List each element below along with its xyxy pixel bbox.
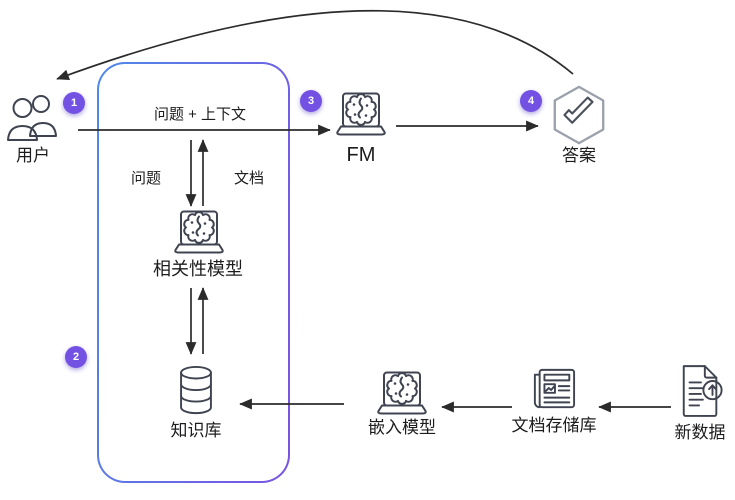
retrieval-container-box-inner	[99, 64, 288, 481]
database-icon	[180, 365, 212, 415]
embedding-model-laptop-brain-icon	[377, 371, 427, 415]
node-fm	[333, 89, 389, 146]
step-badge-1: 1	[63, 92, 85, 114]
step-badge-2: 2	[65, 346, 87, 368]
node-label-user: 用户	[16, 146, 50, 165]
node-embedding-model	[374, 370, 430, 423]
node-label-new-data: 新数据	[674, 423, 726, 442]
document-upload-icon	[682, 365, 723, 417]
step-badge-3: 3	[300, 90, 322, 112]
node-label-embedding-model: 嵌入模型	[368, 418, 436, 437]
step-badge-4: 4	[520, 90, 542, 112]
node-answer	[549, 84, 609, 151]
users-icon	[7, 95, 57, 141]
node-label-relevance-model: 相关性模型	[153, 259, 243, 279]
newspaper-icon	[533, 368, 576, 409]
node-label-answer: 答案	[562, 146, 596, 165]
node-knowledge-base	[177, 365, 215, 422]
node-label-knowledge-base: 知识库	[170, 421, 222, 440]
arrow-answer-to-user-curve	[56, 9, 574, 80]
relevance-model-laptop-brain-icon	[174, 210, 224, 254]
node-label-fm: FM	[346, 144, 376, 166]
node-user	[6, 92, 60, 153]
edge-label-question-context: 问题 + 上下文	[153, 106, 247, 123]
node-document-store	[530, 367, 578, 416]
node-label-document-store: 文档存储库	[511, 416, 597, 435]
edge-label-document: 文档	[233, 170, 264, 187]
edge-label-question: 问题	[130, 170, 161, 187]
node-relevance-model	[171, 208, 227, 263]
retrieval-container-box	[97, 62, 290, 483]
node-new-data	[678, 364, 724, 425]
fm-laptop-brain-icon	[336, 92, 386, 136]
hexagon-check-icon	[553, 85, 605, 145]
